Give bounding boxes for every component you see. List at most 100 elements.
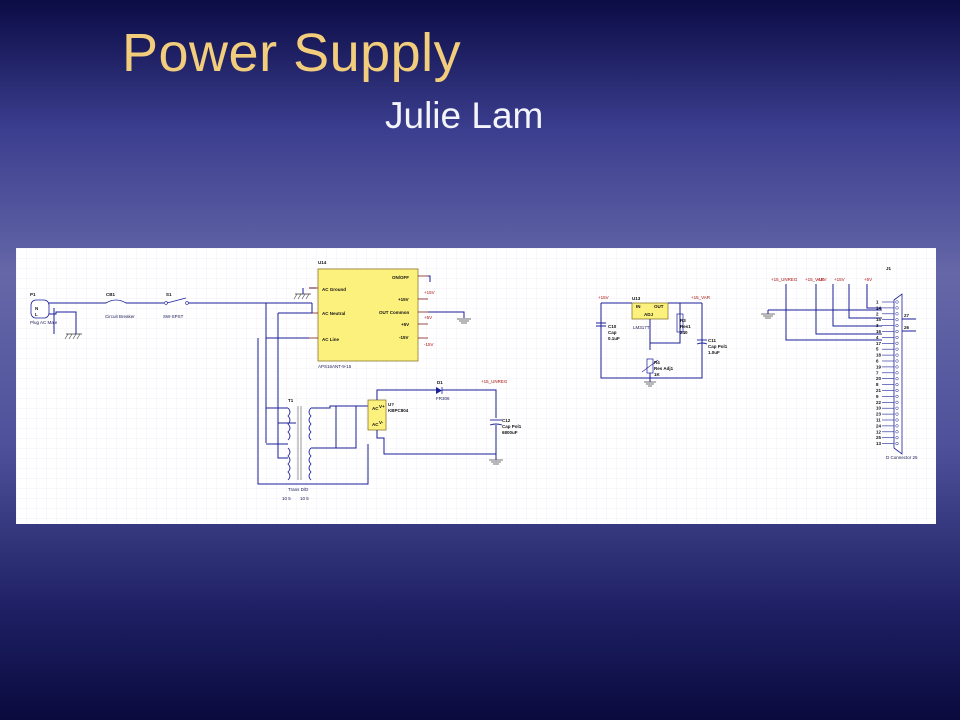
svg-text:+15_VAR: +15_VAR xyxy=(805,277,825,282)
svg-text:0.1uF: 0.1uF xyxy=(608,336,620,341)
svg-text:+15V: +15V xyxy=(598,295,609,300)
svg-text:CB1: CB1 xyxy=(106,292,115,297)
j1-pin-socket xyxy=(895,394,899,398)
circuit-breaker-cb1: CB1 Circuit Breaker xyxy=(105,292,135,319)
regulator-u13: U13 IN OUT ADJ LM317T xyxy=(631,296,669,330)
schematic-image: P1 N L Plug AC Male CB1 Circuit Breaker … xyxy=(16,248,936,524)
svg-text:OUT Common: OUT Common xyxy=(379,310,409,315)
svg-text:D Connector 25: D Connector 25 xyxy=(886,455,918,460)
svg-text:Res Adj1: Res Adj1 xyxy=(654,366,674,371)
j1-pin-socket xyxy=(895,353,899,357)
j1-pin-label: 19 xyxy=(876,364,882,369)
svg-text:ON/OFF: ON/OFF xyxy=(392,275,409,280)
svg-text:+5V: +5V xyxy=(401,322,409,327)
j1-pin-label: 12 xyxy=(876,429,882,434)
j1-pin-socket xyxy=(895,300,899,304)
svg-text:10 5: 10 5 xyxy=(282,496,291,501)
svg-text:+15_UNREG: +15_UNREG xyxy=(481,379,508,384)
j1-pin-socket xyxy=(895,412,899,416)
svg-text:+15_UNREG: +15_UNREG xyxy=(771,277,798,282)
j1-pin-label: 4 xyxy=(876,335,879,340)
slide-subtitle: Julie Lam xyxy=(385,95,544,136)
svg-text:OUT: OUT xyxy=(654,304,664,309)
d-connector-j1: J1 27 26 D Connector 25 1142153164175186… xyxy=(876,266,918,460)
svg-text:+15V: +15V xyxy=(834,277,845,282)
svg-text:+15V: +15V xyxy=(424,290,435,295)
capacitor-c11: C11 Cap Pol1 1.0uF xyxy=(696,338,728,355)
j1-pin-socket xyxy=(895,335,899,339)
j1-pin-socket xyxy=(895,388,899,393)
svg-text:P1: P1 xyxy=(30,292,36,297)
capacitor-c12: C12 Cap Pol1 6800uF xyxy=(489,418,522,435)
svg-text:AC Neutral: AC Neutral xyxy=(322,311,345,316)
plug-p1: P1 N L Plug AC Male xyxy=(30,292,58,325)
j1-pin-label: 7 xyxy=(876,370,879,375)
svg-text:Plug AC Male: Plug AC Male xyxy=(30,320,58,325)
svg-text:27: 27 xyxy=(904,313,910,318)
j1-pin-label: 21 xyxy=(876,388,882,393)
j1-pin-label: 18 xyxy=(876,353,882,358)
svg-text:1.0uF: 1.0uF xyxy=(708,350,720,355)
j1-pin-label: 13 xyxy=(876,441,882,446)
j1-pin-label: 3 xyxy=(876,323,879,328)
ground-symbol-out xyxy=(457,318,471,324)
svg-text:U13: U13 xyxy=(632,296,641,301)
j1-pin-socket xyxy=(895,400,899,404)
j1-pin-socket xyxy=(895,430,899,434)
svg-text:AC: AC xyxy=(372,406,379,411)
svg-text:N: N xyxy=(35,306,38,311)
ground-symbol-c12 xyxy=(489,459,503,465)
j1-pin-label: 1 xyxy=(876,300,879,305)
svg-text:T1: T1 xyxy=(288,398,294,403)
svg-text:R3: R3 xyxy=(680,318,686,323)
j1-pin-socket xyxy=(895,383,899,387)
svg-text:R4: R4 xyxy=(654,360,660,365)
svg-text:C12: C12 xyxy=(502,418,511,423)
j1-pin-socket xyxy=(895,324,899,328)
j1-pin-socket xyxy=(895,318,899,322)
svg-text:6800uF: 6800uF xyxy=(502,430,518,435)
power-module-u14: U14 AC Ground AC Neutral AC Line ON/OFF … xyxy=(309,260,428,369)
svg-text:ADJ: ADJ xyxy=(644,312,653,317)
j1-pin-socket xyxy=(895,442,899,446)
j1-pin-label: 24 xyxy=(876,423,882,428)
svg-text:SW-SPST: SW-SPST xyxy=(163,314,184,319)
svg-text:V+: V+ xyxy=(379,404,385,409)
svg-text:C10: C10 xyxy=(608,324,617,329)
j1-pin-socket xyxy=(895,436,899,440)
j1-pin-label: 20 xyxy=(876,376,882,381)
svg-text:U?: U? xyxy=(388,402,394,407)
slide-title: Power Supply xyxy=(122,23,462,83)
j1-pin-socket xyxy=(895,329,899,334)
j1-pin-socket xyxy=(895,365,899,369)
svg-text:Cap Pol1: Cap Pol1 xyxy=(708,344,728,349)
j1-pin-label: 10 xyxy=(876,406,882,411)
svg-text:1K: 1K xyxy=(654,372,661,377)
j1-pin-label: 8 xyxy=(876,382,879,387)
j1-pin-socket xyxy=(895,306,899,310)
svg-text:IN: IN xyxy=(636,304,641,309)
j1-pin-label: 16 xyxy=(876,329,882,334)
j1-pin-label: 6 xyxy=(876,359,879,364)
j1-pin-label: 15 xyxy=(876,317,882,322)
switch-s1: S1 SW-SPST xyxy=(163,292,189,319)
svg-text:Cap Pol1: Cap Pol1 xyxy=(502,424,522,429)
ground-symbol-u13 xyxy=(644,381,656,387)
svg-text:Res1: Res1 xyxy=(680,324,691,329)
svg-text:L: L xyxy=(35,312,38,317)
svg-text:Trans D/D: Trans D/D xyxy=(288,487,309,492)
svg-text:C11: C11 xyxy=(708,338,717,343)
svg-text:Cap: Cap xyxy=(608,330,617,335)
j1-pin-socket xyxy=(895,424,899,428)
svg-text:240: 240 xyxy=(680,330,688,335)
j1-pin-socket xyxy=(895,359,899,363)
svg-text:10 5: 10 5 xyxy=(300,496,309,501)
j1-pin-socket xyxy=(895,347,899,351)
svg-text:-15V: -15V xyxy=(424,342,434,347)
ground-symbol xyxy=(53,308,82,340)
svg-text:S1: S1 xyxy=(166,292,172,297)
capacitor-c10: C10 Cap 0.1uF xyxy=(596,322,620,341)
svg-text:Circuit Breaker: Circuit Breaker xyxy=(105,314,135,319)
j1-pin-label: 11 xyxy=(876,418,881,423)
svg-text:AC: AC xyxy=(372,422,379,427)
